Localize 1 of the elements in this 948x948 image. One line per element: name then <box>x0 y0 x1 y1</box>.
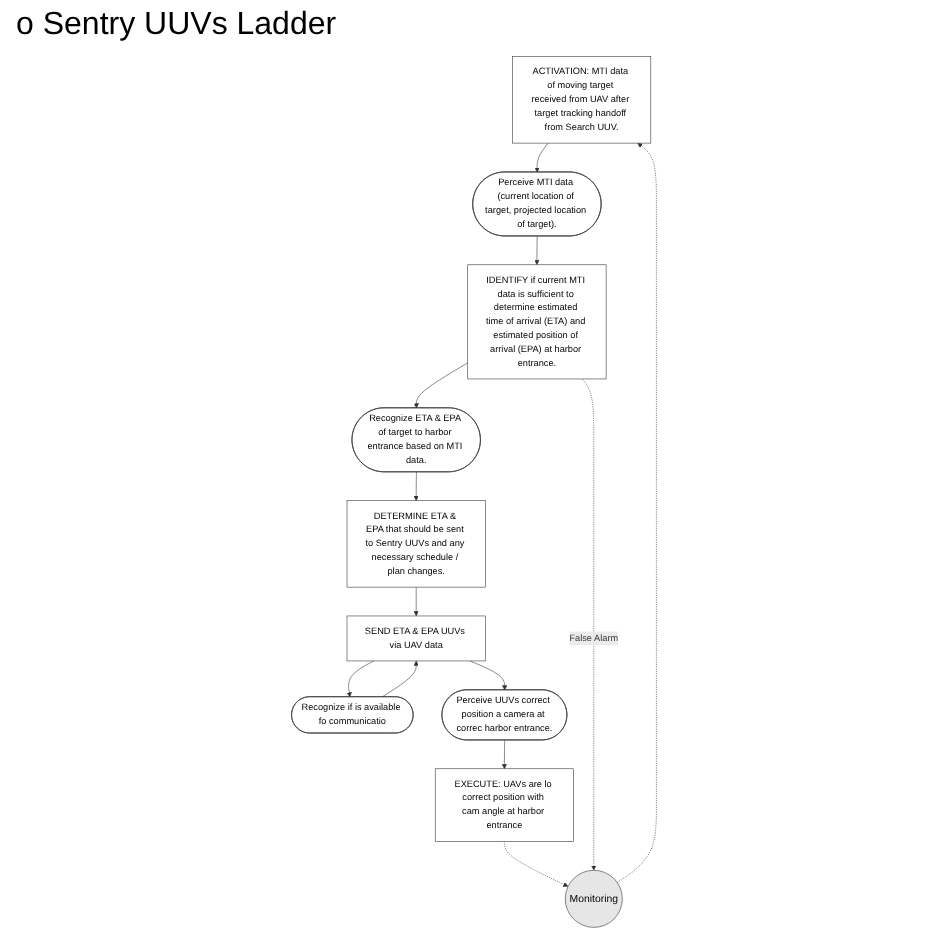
diagram-title: o Sentry UUVs Ladder <box>16 8 339 44</box>
